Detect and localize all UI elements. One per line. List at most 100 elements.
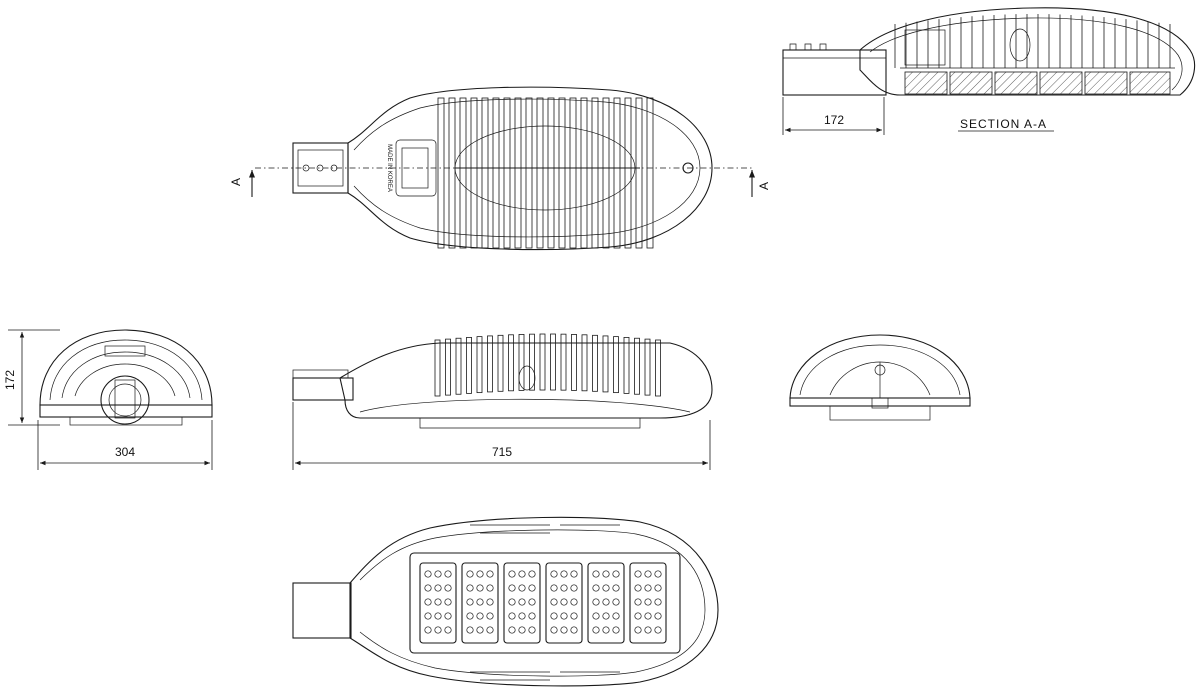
led-lens — [476, 584, 484, 592]
led-lens — [602, 626, 610, 634]
side-fin — [655, 339, 661, 397]
led-lens — [560, 570, 568, 578]
led-lens — [508, 584, 516, 592]
side-fins — [434, 333, 661, 397]
top-fin — [536, 97, 544, 249]
led-lens — [434, 626, 442, 634]
led-lens — [644, 584, 652, 592]
section-fins — [894, 14, 1171, 68]
top-fin — [459, 97, 467, 249]
led-lens — [634, 612, 642, 620]
top-fin — [525, 97, 533, 249]
side-fin — [550, 333, 556, 391]
led-module — [461, 562, 499, 644]
led-lens — [528, 626, 536, 634]
top-fin — [646, 97, 654, 249]
led-lens — [434, 598, 442, 606]
led-lens — [486, 626, 494, 634]
led-lens — [644, 598, 652, 606]
led-lens — [424, 598, 432, 606]
led-lens — [476, 612, 484, 620]
led-lens — [434, 612, 442, 620]
led-module — [587, 562, 625, 644]
led-module — [419, 562, 457, 644]
led-lens — [518, 626, 526, 634]
led-lens — [424, 612, 432, 620]
led-lens — [476, 626, 484, 634]
led-lens — [592, 612, 600, 620]
led-lens — [476, 570, 484, 578]
led-lens — [612, 570, 620, 578]
led-lens — [634, 626, 642, 634]
led-lens — [486, 612, 494, 620]
section-title: SECTION A-A — [960, 117, 1047, 131]
led-lens — [570, 570, 578, 578]
section-marker-left: A — [229, 177, 243, 186]
side-fin — [571, 334, 577, 391]
led-lens — [424, 570, 432, 578]
top-fin — [624, 97, 632, 249]
side-fin — [508, 334, 514, 392]
top-fin — [514, 97, 522, 249]
led-lens — [444, 612, 452, 620]
top-fin — [503, 97, 511, 249]
led-lens — [550, 626, 558, 634]
front-view: 172 304 — [3, 329, 213, 470]
rear-view — [789, 334, 971, 421]
led-lens — [508, 598, 516, 606]
top-fins — [437, 97, 654, 249]
top-fin — [580, 97, 588, 249]
side-fin — [644, 338, 651, 396]
top-view: MADE IN KOREA A A — [229, 86, 771, 251]
led-lens — [644, 570, 652, 578]
led-lens — [654, 612, 662, 620]
led-lens — [654, 584, 662, 592]
led-lens — [528, 612, 536, 620]
led-lens — [602, 612, 610, 620]
top-fin — [569, 97, 577, 249]
led-lens — [570, 598, 578, 606]
dim-section-172: 172 — [824, 113, 844, 127]
bottom-view — [292, 516, 719, 687]
section-marker-right: A — [757, 181, 771, 190]
side-fin — [539, 333, 546, 391]
side-fin — [581, 334, 588, 392]
led-lens — [644, 626, 652, 634]
led-lens — [434, 584, 442, 592]
led-lens — [550, 584, 558, 592]
side-fin — [560, 333, 567, 391]
led-lens — [602, 584, 610, 592]
top-fin — [448, 97, 456, 249]
engraving-text: MADE IN KOREA — [386, 144, 392, 192]
led-lens — [528, 584, 536, 592]
side-fin — [613, 336, 619, 394]
led-lens — [550, 598, 558, 606]
side-fin — [623, 336, 630, 394]
side-fin — [455, 337, 462, 395]
led-lens — [444, 570, 452, 578]
led-lens — [634, 584, 642, 592]
led-lens — [444, 626, 452, 634]
side-view: 715 — [292, 333, 713, 470]
top-fin — [547, 97, 555, 249]
led-lens — [612, 626, 620, 634]
led-lens — [570, 612, 578, 620]
side-fin — [634, 337, 640, 395]
side-fin — [518, 334, 525, 391]
led-lens — [444, 584, 452, 592]
led-lens — [570, 584, 578, 592]
side-fin — [476, 336, 483, 394]
led-lens — [424, 584, 432, 592]
led-lens — [570, 626, 578, 634]
led-lens — [654, 598, 662, 606]
side-fin — [602, 335, 609, 393]
top-fin — [635, 97, 643, 249]
led-module — [629, 562, 667, 644]
top-fin — [470, 97, 478, 249]
led-lens — [592, 584, 600, 592]
led-module — [545, 562, 583, 644]
led-lens — [466, 626, 474, 634]
led-lens — [612, 584, 620, 592]
led-lens — [466, 612, 474, 620]
